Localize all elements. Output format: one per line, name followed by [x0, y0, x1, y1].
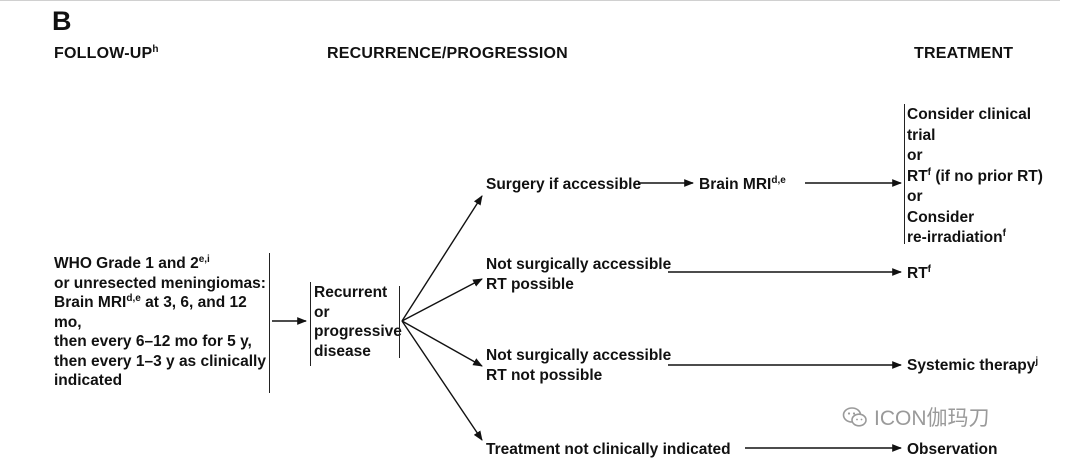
follow-up-line-6: then every 1–3 y as clinically [54, 352, 266, 370]
recurrence-line-1: Recurrent [314, 284, 388, 301]
branch-not-surgical-no-rt: Not surgically accessible RT not possibl… [486, 347, 672, 384]
recurrence-bracket [310, 282, 311, 366]
follow-up-line-7: indicated [54, 372, 123, 389]
header-recurrence: RECURRENCE/PROGRESSION [327, 45, 568, 62]
recurrence-line-2: or [314, 303, 330, 321]
treatment-rt: RTf [907, 264, 932, 283]
treatment-bracket [904, 104, 905, 244]
watermark-text: ICON伽玛刀 [874, 407, 990, 430]
recurrence-divider [399, 286, 400, 358]
panel-label: B [52, 6, 72, 36]
recurrence-line-3: progressive [314, 323, 402, 340]
branch-brain-mri: Brain MRId,e [699, 175, 786, 194]
recurrence-text: Recurrent or progressive disease [314, 283, 402, 361]
treatment-systemic: Systemic therapyj [907, 356, 1039, 375]
follow-up-divider [269, 253, 270, 393]
wechat-icon [842, 407, 867, 427]
recurrence-line-4: disease [314, 342, 371, 360]
branch-not-indicated: Treatment not clinically indicated [486, 441, 731, 458]
branch-surgery: Surgery if accessible [486, 176, 642, 193]
follow-up-line-2: or unresected meningiomas: [54, 274, 266, 292]
watermark: ICON伽玛刀 [842, 402, 990, 432]
header-follow-up-text: FOLLOW-UP [54, 45, 153, 62]
follow-up-line-5: then every 6–12 mo for 5 y, [54, 333, 252, 350]
top-divider [0, 0, 1060, 1]
treatment-surgery-options: Consider clinical trial or RTf (if no pr… [907, 106, 1043, 246]
follow-up-line-4: mo, [54, 313, 82, 331]
header-follow-up: FOLLOW-UPh [54, 45, 159, 63]
branch-not-surgical-rt: Not surgically accessible RT possible [486, 256, 672, 293]
arrow-to-not-surgical-rt [401, 278, 483, 322]
arrow-to-not-surgical-no-rt [401, 320, 483, 367]
treatment-observation: Observation [907, 441, 998, 458]
follow-up-line-3: Brain MRId,e at 3, 6, and 12 [54, 293, 247, 312]
follow-up-line-1: WHO Grade 1 and 2e,i [54, 254, 210, 273]
header-follow-up-sup: h [152, 44, 159, 55]
header-treatment: TREATMENT [914, 45, 1014, 62]
arrow-to-not-indicated [401, 320, 483, 441]
arrow-to-surgery [401, 195, 483, 322]
follow-up-text: WHO Grade 1 and 2e,i or unresected menin… [54, 254, 266, 391]
